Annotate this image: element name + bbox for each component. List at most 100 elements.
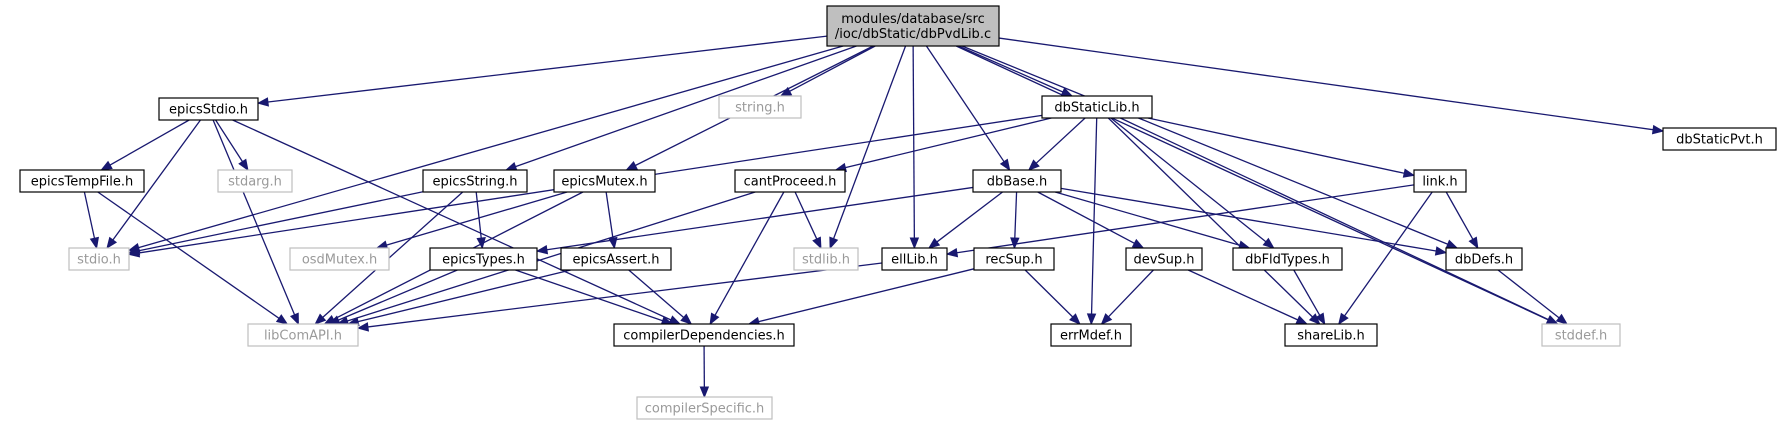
- edge-arrowhead: [1295, 315, 1309, 325]
- node-dbFldTypes[interactable]: dbFldTypes.h: [1232, 247, 1343, 271]
- node-epicsStdio[interactable]: epicsStdio.h: [158, 97, 259, 121]
- edge-arrowhead: [1338, 312, 1349, 326]
- edge-line: [215, 119, 244, 162]
- node-box: [793, 247, 859, 271]
- node-epicsTypes[interactable]: epicsTypes.h: [429, 247, 538, 271]
- node-box: [422, 169, 528, 193]
- node-box: [68, 247, 130, 271]
- edge-arrowhead: [1262, 237, 1275, 249]
- edge-root-to-dbStaticPvt: [998, 37, 1665, 135]
- node-label: dbFldTypes.h: [1245, 253, 1330, 268]
- node-label: cantProceed.h: [744, 175, 837, 190]
- node-label: recSup.h: [985, 253, 1042, 268]
- edge-arrowhead: [106, 236, 118, 250]
- edge-dbBase-to-epicsTypes: [535, 186, 974, 255]
- edge-line: [367, 262, 883, 328]
- edge-epicsTempFile-to-libComAPI: [97, 191, 289, 325]
- node-link[interactable]: link.h: [1413, 169, 1467, 193]
- edge-line: [338, 269, 458, 321]
- node-label: stdarg.h: [228, 175, 282, 190]
- edge-arrowhead: [1434, 246, 1448, 256]
- edge-line: [1445, 191, 1474, 240]
- edge-line: [357, 269, 571, 323]
- node-errMdef[interactable]: errMdef.h: [1050, 323, 1132, 347]
- edge-line: [1035, 117, 1086, 164]
- edge-root-to-epicsStdio: [256, 35, 828, 107]
- node-epicsAssert[interactable]: epicsAssert.h: [560, 247, 672, 271]
- edge-layer: [83, 35, 1665, 399]
- edge-arrowhead: [1308, 313, 1321, 325]
- edge-line: [758, 268, 975, 323]
- edge-dbStaticLib-to-dbFldTypes: [1110, 117, 1275, 249]
- edge-arrowhead: [1086, 313, 1097, 326]
- node-box: [881, 247, 948, 271]
- edge-line: [912, 45, 916, 239]
- node-label: epicsAssert.h: [572, 253, 659, 268]
- edge-line: [475, 191, 482, 239]
- edge-line: [794, 191, 818, 240]
- node-box: [1125, 247, 1203, 271]
- edge-epicsTempFile-to-stdio: [83, 191, 99, 250]
- edge-arrowhead: [1069, 313, 1081, 325]
- node-label: osdMutex.h: [302, 253, 377, 268]
- node-recSup[interactable]: recSup.h: [973, 247, 1055, 271]
- node-dbStaticLib[interactable]: dbStaticLib.h: [1041, 95, 1153, 119]
- node-label: dbStaticPvt.h: [1676, 133, 1763, 148]
- edge-line: [789, 45, 876, 92]
- edge-dbBase-to-recSup: [1010, 191, 1020, 250]
- edge-dbFldTypes-to-shareLib: [1293, 269, 1326, 326]
- node-label: link.h: [1422, 175, 1457, 190]
- node-box: [1041, 95, 1153, 119]
- edge-arrowhead: [680, 313, 693, 325]
- node-epicsTempFile[interactable]: epicsTempFile.h: [19, 169, 145, 193]
- edge-dbBase-to-dbDefs: [1060, 187, 1448, 256]
- node-box: [553, 169, 656, 193]
- node-label: libComAPI.h: [264, 329, 342, 344]
- edge-line: [1037, 191, 1135, 244]
- edge-recSup-to-errMdef: [1024, 269, 1081, 325]
- node-epicsString[interactable]: epicsString.h: [422, 169, 528, 193]
- node-box: [560, 247, 672, 271]
- edge-line: [112, 119, 201, 241]
- edge-link-to-ellLib: [945, 184, 1415, 258]
- node-box: [247, 323, 359, 347]
- node-root[interactable]: modules/database/src/ioc/dbStatic/dbPvdL…: [826, 5, 1000, 47]
- edge-line: [138, 45, 844, 249]
- edge-epicsAssert-to-compilerDependencies: [628, 269, 693, 325]
- node-compilerDependencies[interactable]: compilerDependencies.h: [613, 323, 795, 347]
- edge-dbStaticLib-to-errMdef: [1086, 117, 1098, 326]
- node-shareLib[interactable]: shareLib.h: [1284, 323, 1378, 347]
- node-label: epicsTempFile.h: [31, 175, 134, 190]
- edge-arrowhead: [89, 236, 99, 250]
- node-label: stdio.h: [77, 253, 121, 268]
- edge-line: [1110, 117, 1267, 243]
- edge-arrowhead: [999, 158, 1011, 172]
- edge-epicsStdio-to-stdio: [106, 119, 201, 250]
- edge-arrowhead: [1131, 238, 1145, 249]
- node-dbDefs[interactable]: dbDefs.h: [1445, 247, 1523, 271]
- edge-epicsStdio-to-epicsTempFile: [100, 119, 190, 171]
- node-dbBase[interactable]: dbBase.h: [972, 169, 1062, 193]
- edge-arrowhead: [945, 247, 959, 258]
- node-devSup[interactable]: devSup.h: [1125, 247, 1203, 271]
- edge-epicsTypes-to-libComAPI: [327, 269, 458, 325]
- edge-line: [83, 191, 96, 239]
- edge-recSup-to-compilerDependencies: [747, 268, 975, 327]
- edge-arrowhead: [1445, 239, 1459, 249]
- edge-arrowhead: [238, 158, 249, 172]
- node-cantProceed[interactable]: cantProceed.h: [734, 169, 846, 193]
- edge-cantProceed-to-compilerDependencies: [709, 191, 785, 326]
- node-label: epicsMutex.h: [561, 175, 647, 190]
- edge-arrowhead: [1100, 313, 1113, 325]
- node-box: [1232, 247, 1343, 271]
- node-epicsMutex[interactable]: epicsMutex.h: [553, 169, 656, 193]
- node-dbStaticPvt[interactable]: dbStaticPvt.h: [1662, 127, 1777, 151]
- edge-line: [1293, 269, 1321, 316]
- edge-line: [832, 45, 907, 239]
- node-box: [636, 396, 773, 420]
- edge-arrowhead: [1651, 124, 1665, 135]
- edge-dbBase-to-devSup: [1037, 191, 1145, 249]
- node-ellLib[interactable]: ellLib.h: [881, 247, 948, 271]
- edge-arrowhead: [1546, 315, 1559, 325]
- node-box: [973, 247, 1055, 271]
